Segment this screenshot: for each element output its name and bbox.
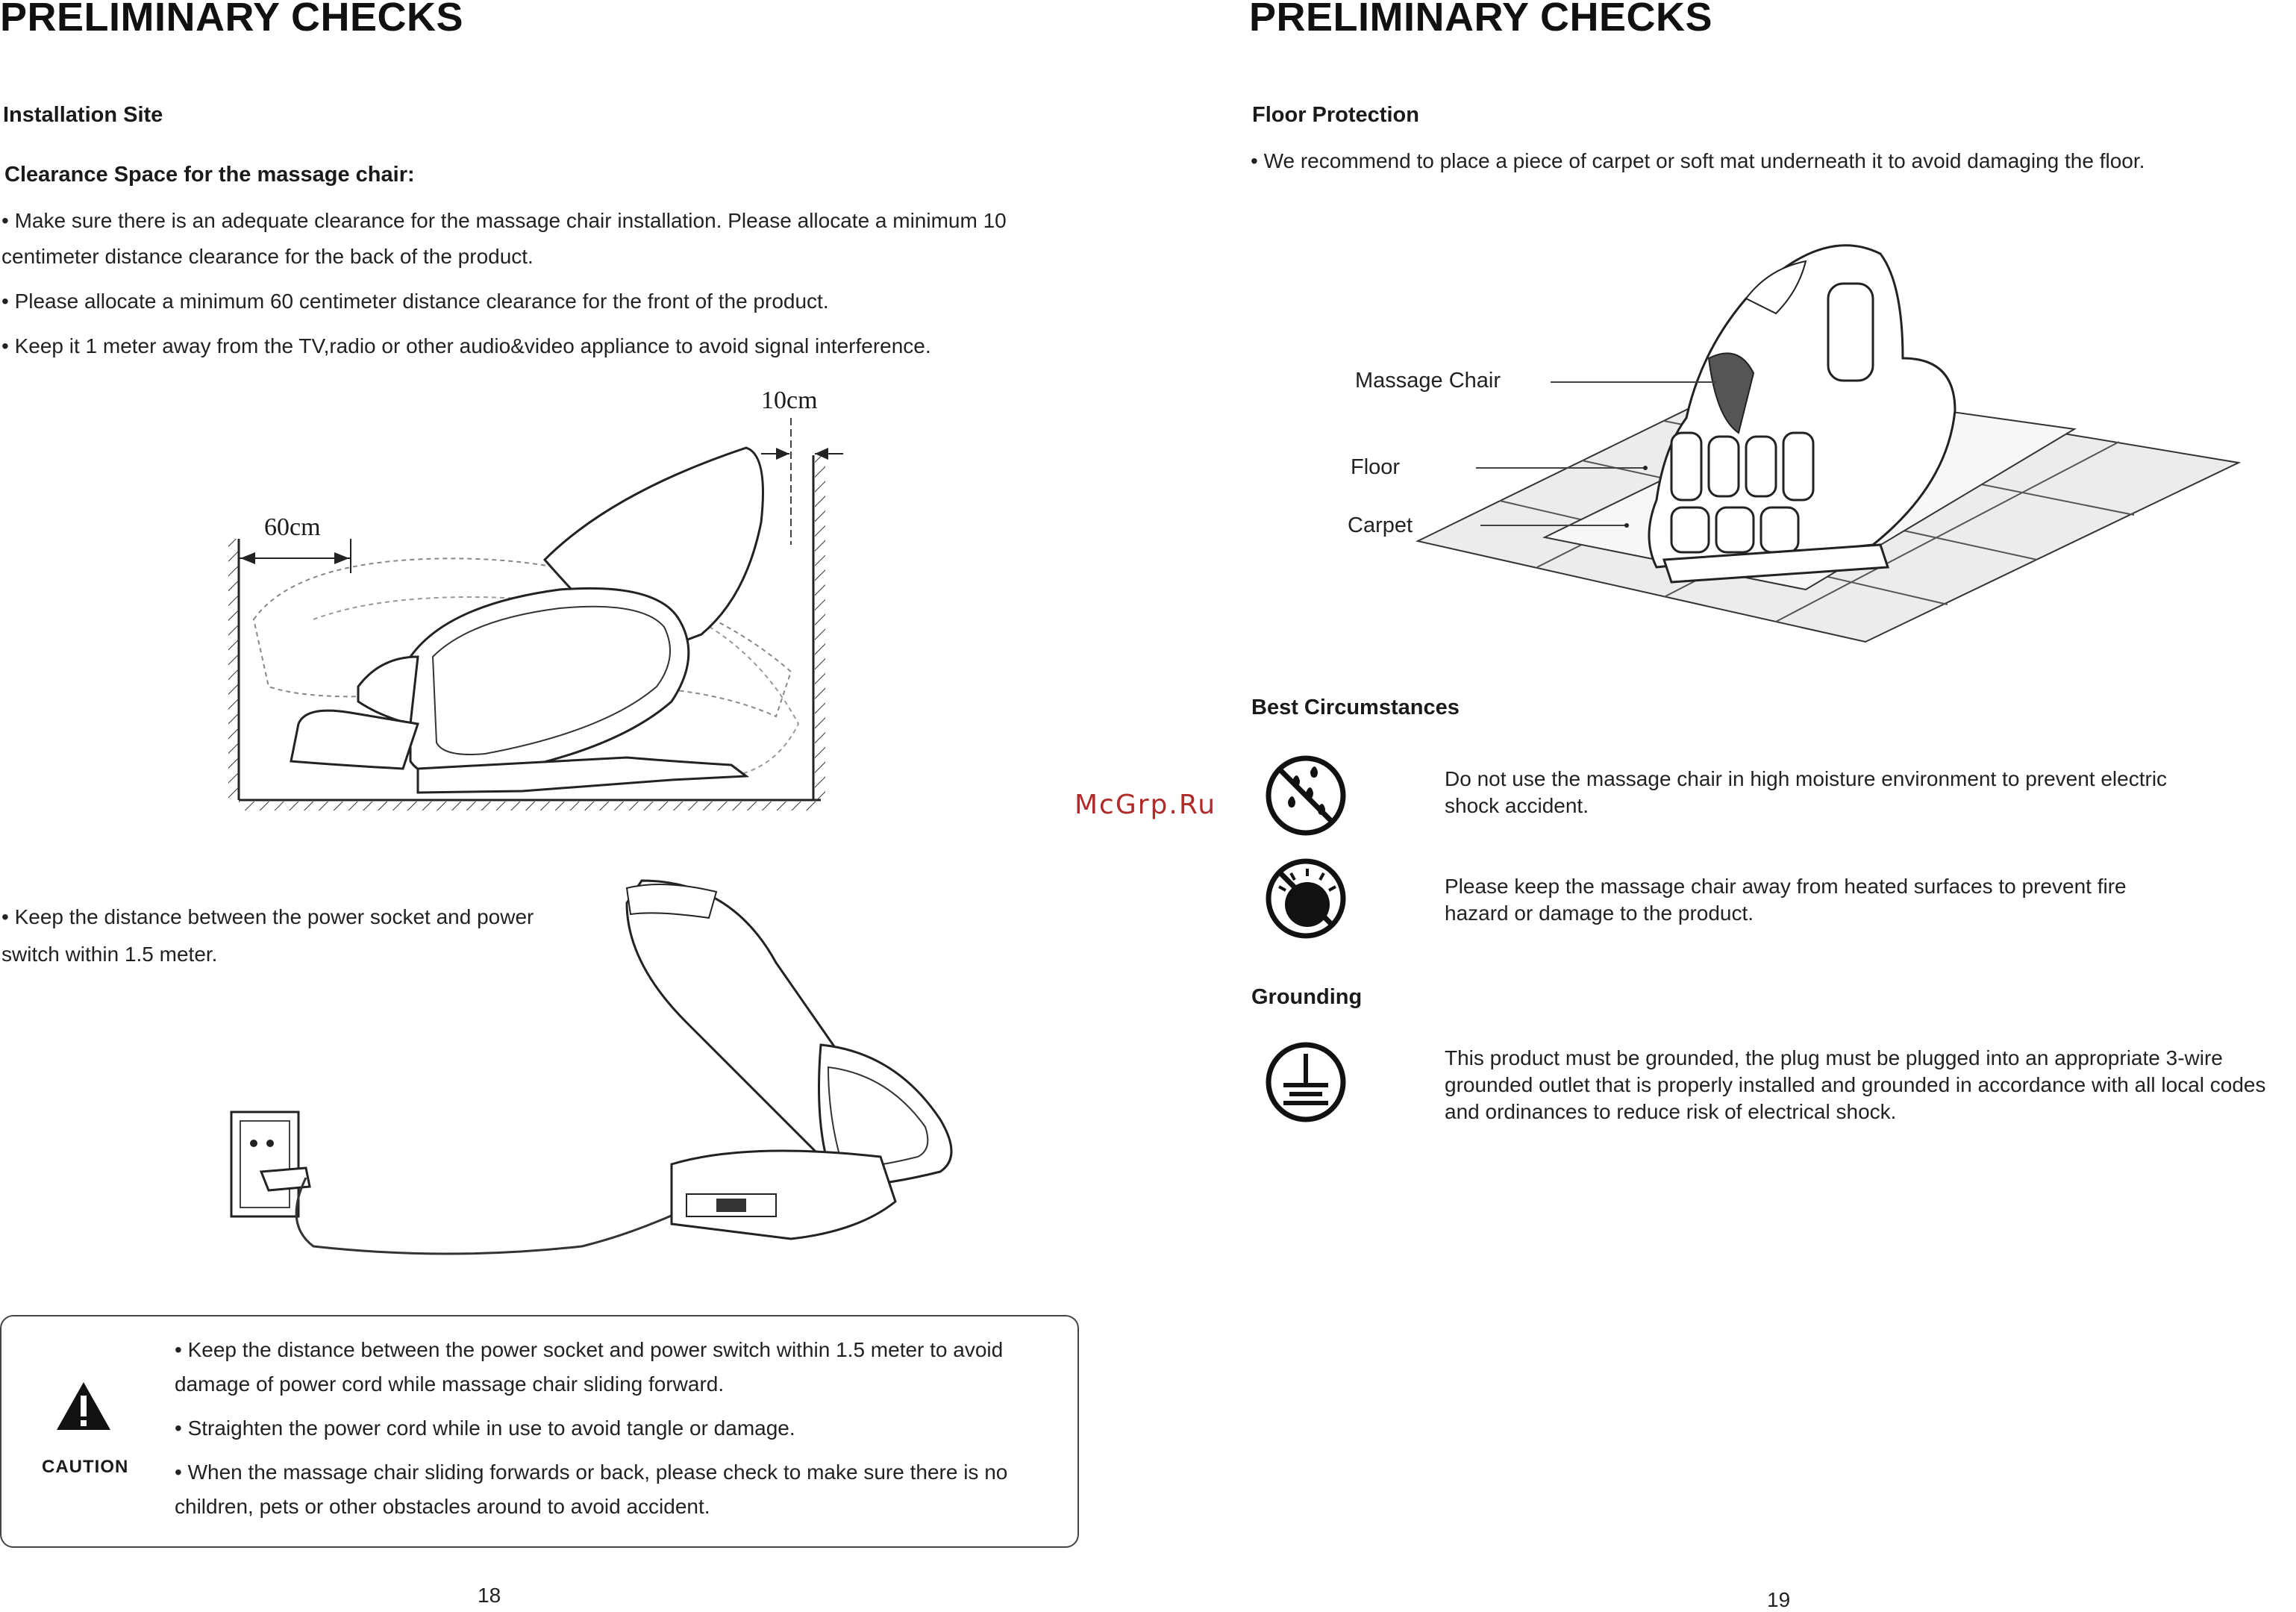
ground-symbol-icon — [1266, 1042, 1346, 1122]
chair-label: Massage Chair — [1355, 369, 1501, 393]
best-circumstances-heading: Best Circumstances — [1251, 696, 1460, 719]
grounding-heading: Grounding — [1251, 985, 1363, 1009]
caution-item-1: • Keep the distance between the power so… — [175, 1338, 1004, 1396]
back-clearance-label: 10cm — [761, 387, 818, 414]
power-socket-text: • Keep the distance between the power so… — [1, 905, 534, 966]
right-page-number: 19 — [1767, 1588, 1791, 1611]
no-moisture-icon — [1266, 755, 1346, 836]
floor-protection-text: • We recommend to place a piece of carpe… — [1251, 149, 2145, 172]
left-page-number: 18 — [478, 1584, 501, 1607]
power-diagram — [230, 879, 953, 1255]
caution-item-3: • When the massage chair sliding forward… — [175, 1461, 1008, 1518]
moisture-text: Do not use the massage chair in high moi… — [1445, 767, 2168, 817]
clearance-bullet-2: • Please allocate a minimum 60 centimete… — [1, 290, 829, 313]
clearance-diagram — [228, 418, 843, 810]
no-heat-icon — [1266, 858, 1346, 939]
installation-site-heading: Installation Site — [3, 103, 163, 127]
caution-label: CAUTION — [42, 1457, 129, 1477]
grounding-text: This product must be grounded, the plug … — [1445, 1046, 2266, 1123]
carpet-label: Carpet — [1348, 513, 1413, 537]
left-page-title: PRELIMINARY CHECKS — [0, 0, 464, 40]
heat-text: Please keep the massage chair away from … — [1445, 875, 2127, 925]
caution-box — [0, 1315, 1079, 1548]
front-clearance-label: 60cm — [264, 513, 321, 541]
clearance-heading: Clearance Space for the massage chair: — [4, 163, 415, 187]
floor-carpet-diagram — [1416, 244, 2242, 643]
floor-protection-heading: Floor Protection — [1252, 103, 1419, 127]
floor-label: Floor — [1351, 455, 1401, 479]
clearance-bullet-1: • Make sure there is an adequate clearan… — [1, 209, 1007, 268]
caution-item-2: • Straighten the power cord while in use… — [175, 1416, 795, 1440]
right-page-title: PRELIMINARY CHECKS — [1249, 0, 1713, 40]
warning-triangle-icon — [57, 1382, 110, 1430]
clearance-bullet-3: • Keep it 1 meter away from the TV,radio… — [1, 334, 931, 357]
watermark: McGrp.Ru — [1075, 790, 1217, 820]
